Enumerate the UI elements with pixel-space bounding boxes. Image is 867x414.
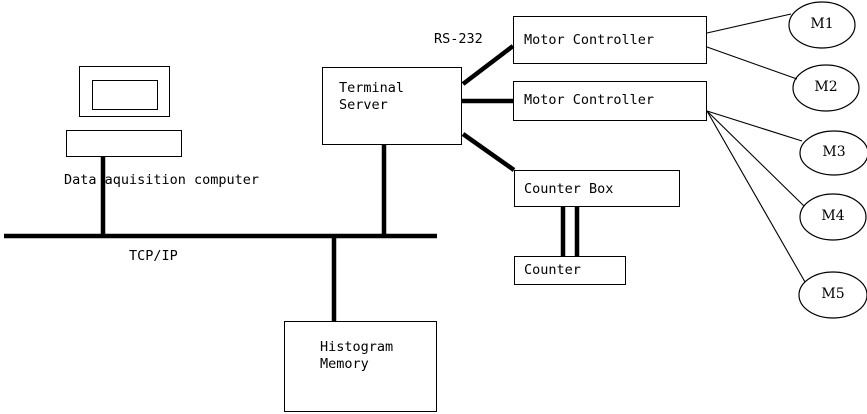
motor-controller-1-to-m1-link — [706, 13, 792, 34]
motor-controller-2-label: Motor Controller — [524, 92, 655, 108]
motor-controller-2-box — [513, 81, 707, 121]
motor-controller-2-to-m5-link — [706, 110, 806, 283]
histogram-memory-label: Histogram Memory — [320, 339, 394, 372]
motor-m5-label: M5 — [821, 286, 845, 302]
terminal-server-box — [322, 67, 462, 145]
terminal-server-label: Terminal Server — [339, 80, 405, 113]
terminal-server-to-counter-box-link — [461, 132, 516, 172]
motor-controller-1-label: Motor Controller — [524, 32, 655, 48]
counter-box — [514, 170, 680, 207]
motor-controller-1-to-m2-link — [706, 46, 798, 80]
motor-m4-label: M4 — [821, 208, 845, 224]
motor-m2-label: M2 — [814, 79, 838, 95]
computer-monitor — [79, 66, 170, 117]
motor-controller-1-box — [513, 16, 707, 64]
terminal-server-to-motor-controller-1-link — [461, 44, 515, 86]
motor-controller-2-to-m3-link — [706, 110, 803, 142]
data-acquisition-computer-label: Data aquisition computer — [64, 172, 260, 188]
tcpip-bus-label: TCP/IP — [129, 248, 178, 264]
computer-monitor-screen — [92, 80, 158, 110]
motor-controller-2-to-m4-link — [706, 110, 805, 207]
counter-label: Counter — [524, 262, 581, 278]
motor-m1-label: M1 — [810, 16, 834, 32]
rs-232-link-label: RS-232 — [434, 31, 483, 47]
counter-box-detector — [514, 256, 626, 285]
counter-box-label: Counter Box — [524, 181, 614, 197]
computer-keyboard — [66, 130, 182, 157]
histogram-memory-box — [284, 321, 437, 412]
motor-m3-label: M3 — [822, 144, 846, 160]
